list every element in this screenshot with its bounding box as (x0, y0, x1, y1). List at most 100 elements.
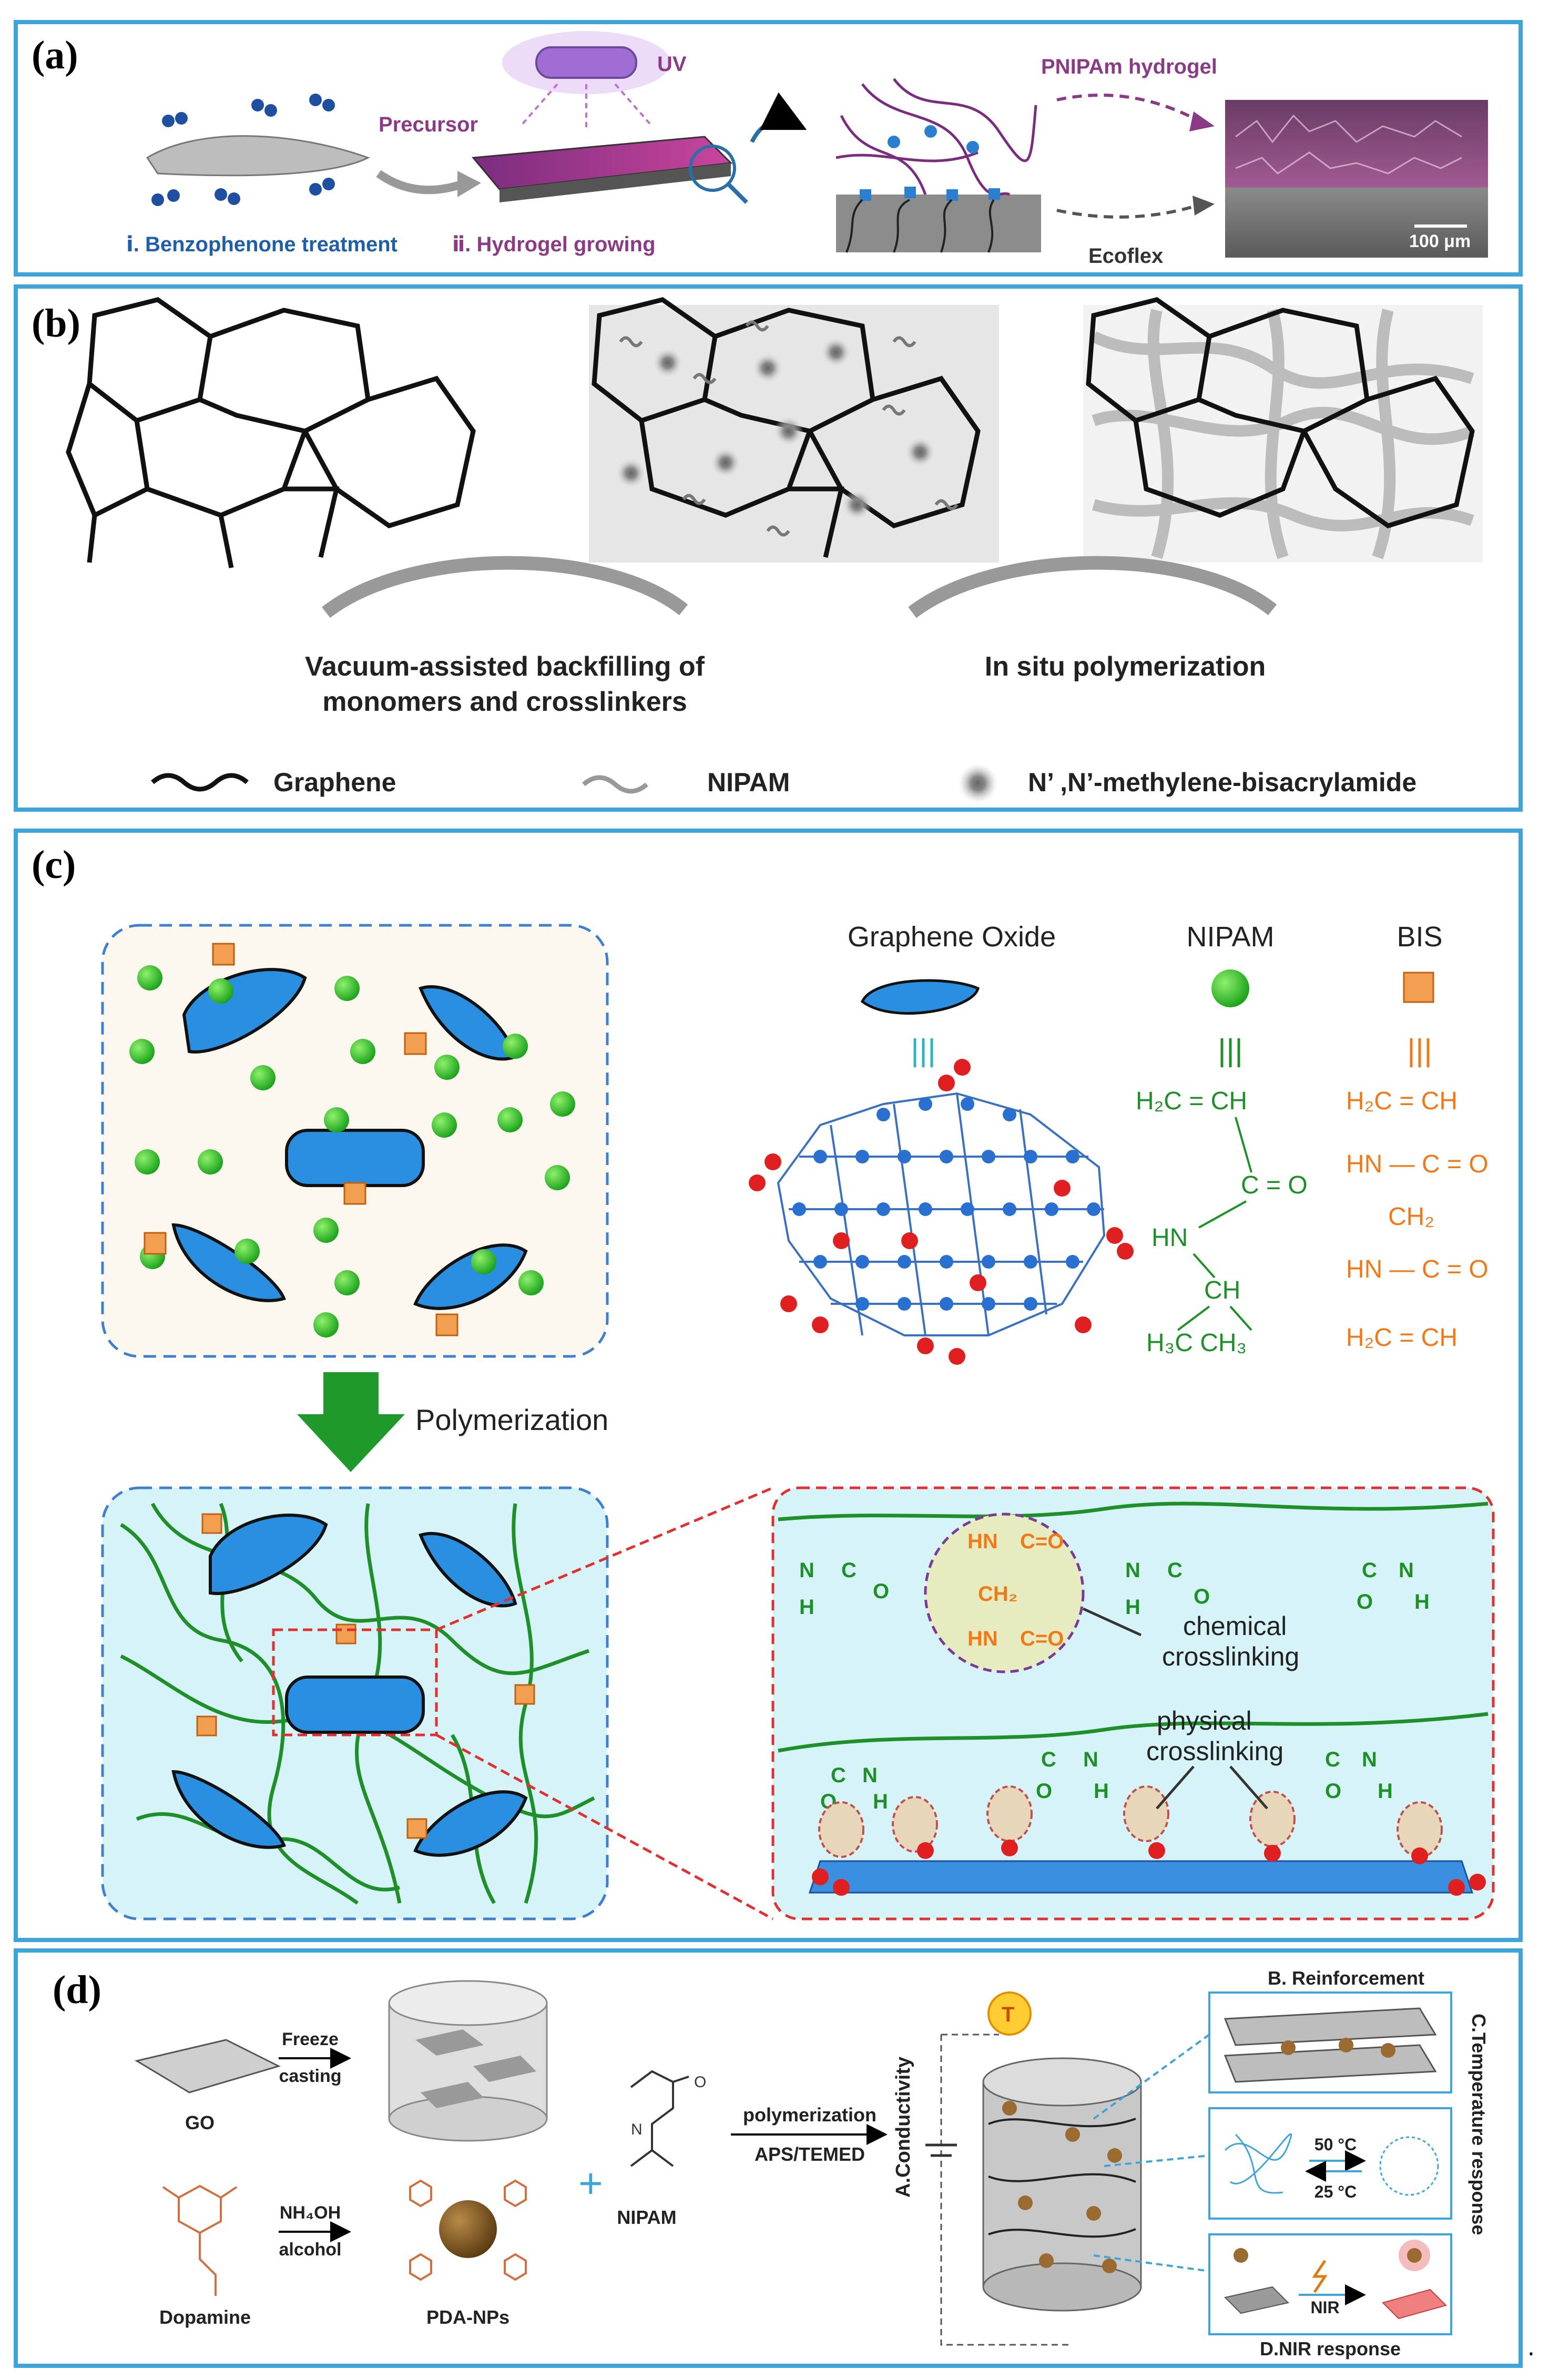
temperature-box (1208, 2107, 1452, 2220)
svg-text:N: N (799, 1559, 814, 1582)
dashed-arrow-bottom (1056, 203, 1199, 219)
uv-label: UV (657, 53, 687, 76)
svg-text:C: C (1325, 1748, 1340, 1771)
svg-text:HN — C = O: HN — C = O (1346, 1255, 1489, 1283)
panel-c: (c) Polymerization (14, 829, 1523, 1942)
bis-formula: H₂C = CH HN — C = O CH₂ HN — C = O H₂C =… (1346, 1087, 1489, 1352)
svg-text:H₂C = CH: H₂C = CH (1346, 1324, 1458, 1352)
nir-label: NIR (1310, 2298, 1339, 2317)
polymerization-label: Polymerization (415, 1403, 608, 1436)
go-title: Graphene Oxide (848, 921, 1056, 953)
graphene-network-2 (592, 297, 981, 558)
bottom-chain (778, 1712, 1489, 1753)
pda-nanoparticle (439, 2200, 497, 2258)
nipam-equiv (1220, 1038, 1240, 1067)
chemical-crosslink-circle (924, 1513, 1085, 1673)
zoom-arrow (750, 92, 807, 143)
svg-text:H: H (799, 1596, 814, 1619)
go-sheet-icon (860, 979, 980, 1015)
alcohol-label: alcohol (279, 2240, 341, 2260)
svg-text:H₃C CH₃: H₃C CH₃ (1146, 1329, 1247, 1357)
nipam-bonds (1177, 1117, 1252, 1331)
temp-25-label: 25 °C (1314, 2182, 1357, 2201)
svg-text:HN: HN (967, 1627, 998, 1650)
nipam-o-label: O (694, 2073, 706, 2091)
nh4oh-label: NH₄OH (280, 2203, 341, 2223)
step-backfilling-line1: Vacuum-assisted backfilling of (305, 651, 705, 682)
bis-crosslink-cubes (196, 1513, 535, 1839)
trailing-period: . (1527, 2332, 1535, 2361)
precursor-label: Precursor (379, 113, 478, 136)
go-label: GO (185, 2112, 215, 2133)
svg-text:H₂C = CH: H₂C = CH (1136, 1087, 1247, 1115)
nipam-label-d: NIPAM (617, 2207, 676, 2228)
go-equiv (913, 1038, 933, 1067)
svg-text:C: C (1041, 1748, 1056, 1771)
svg-text:N: N (862, 1764, 878, 1787)
hydrogel-cylinder (982, 2057, 1142, 2312)
physical-label-line2: crosslinking (1146, 1737, 1283, 1766)
svg-text:O: O (1325, 1780, 1341, 1803)
arrow-b1 (322, 556, 688, 618)
bis-title: BIS (1397, 921, 1442, 953)
svg-text:CH₂: CH₂ (1388, 1203, 1434, 1231)
svg-text:HN: HN (1151, 1224, 1188, 1252)
lightbulb-icon (987, 1991, 1032, 2036)
svg-text:CH₂: CH₂ (978, 1582, 1018, 1606)
hydrogel-title: PNIPAm hydrogel (1041, 55, 1217, 78)
graphene-network-3 (1086, 297, 1475, 528)
go-sheets-solution (171, 968, 528, 1310)
go-sheet-icon-d (135, 2039, 281, 2093)
top-chain (778, 1501, 1489, 1521)
arrow-a1 (376, 170, 464, 195)
conductivity-label: A.Conductivity (892, 2057, 914, 2198)
legend-nipam-swatch (582, 775, 648, 794)
chemical-label-line2: crosslinking (1162, 1642, 1299, 1671)
svg-text:H: H (873, 1790, 888, 1813)
nipam-skeletal (630, 2070, 689, 2167)
svg-text:H: H (1125, 1596, 1140, 1619)
polymerization-label-d: polymerization (743, 2104, 877, 2126)
svg-text:C=O: C=O (1020, 1627, 1064, 1650)
crosslinking-detail-box (771, 1486, 1495, 1921)
legend-bis: N’ ,N’-methylene-bisacrylamide (1028, 768, 1416, 797)
bis-cube-icon (1403, 972, 1434, 1003)
go-lattice-slab (808, 1860, 1474, 1894)
substrate-sheet (146, 135, 370, 177)
svg-text:N: N (1399, 1559, 1414, 1582)
bulb-t-label: T (1002, 2003, 1014, 2026)
svg-text:C: C (841, 1559, 857, 1582)
legend-graphene-swatch (151, 773, 249, 792)
aps-label: APS/TEMED (755, 2143, 865, 2165)
polymerization-arrow (297, 1372, 405, 1472)
panel-b-label: (b) (32, 301, 80, 345)
uv-lamp-icon (535, 46, 637, 79)
legend-graphene: Graphene (273, 768, 396, 797)
svg-text:N: N (1083, 1748, 1098, 1771)
freeze-cast-cylinder (388, 1980, 548, 2142)
magnifier-icon (689, 145, 736, 192)
go-sheets-network (171, 1514, 528, 1857)
svg-text:C: C (1362, 1559, 1377, 1582)
go-lattice (749, 1059, 1134, 1365)
plus-icon: + (578, 2160, 603, 2207)
coil-expanded (1224, 2133, 1292, 2194)
svg-text:CH: CH (1204, 1276, 1240, 1304)
step2-label: ⅱ. Hydrogel growing (452, 233, 656, 256)
reinforcement-label: B. Reinforcement (1268, 1967, 1424, 1989)
step-backfilling-line2: monomers and crosslinkers (322, 687, 687, 717)
nipam-formula: H₂C = CH C = O HN CH H₃C CH₃ (1136, 1087, 1308, 1357)
step1-label: ⅰ. Benzophenone treatment (126, 233, 398, 256)
step-polymerization: In situ polymerization (985, 651, 1266, 682)
bis-equiv (1410, 1038, 1430, 1067)
benzophenone-molecules (151, 94, 335, 206)
ecoflex-label: Ecoflex (1088, 244, 1163, 268)
svg-text:C: C (831, 1764, 846, 1787)
svg-text:O: O (1194, 1585, 1210, 1608)
coil-collapsed (1379, 2136, 1439, 2196)
svg-text:H: H (1378, 1780, 1393, 1803)
temp-50-label: 50 °C (1314, 2135, 1357, 2154)
panel-b: (b) (14, 284, 1523, 812)
